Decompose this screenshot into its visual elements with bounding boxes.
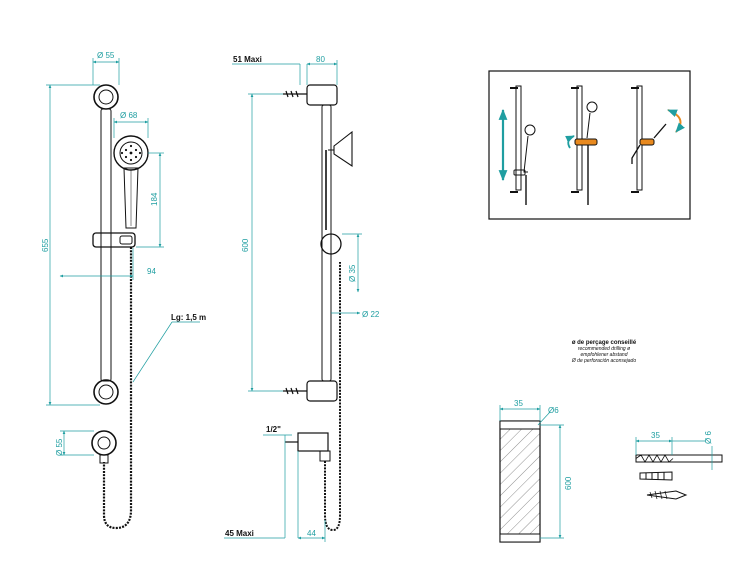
usage-step-2 bbox=[565, 85, 598, 205]
dim-94: 94 bbox=[147, 267, 156, 276]
top-wall-bracket bbox=[306, 84, 338, 106]
rotate-arrow bbox=[565, 135, 575, 149]
usage-step-3 bbox=[631, 85, 685, 193]
drilling-note-de: empfohlener abstand bbox=[581, 352, 628, 358]
side-view bbox=[283, 84, 353, 532]
outlet-side bbox=[297, 432, 329, 452]
bottom-bracket bbox=[93, 379, 119, 405]
drilling-note-es: Ø de perforación aconsejado bbox=[571, 358, 636, 364]
drilling-note-en: recommended drilling ø bbox=[578, 346, 630, 352]
dim-d55-top: Ø 55 bbox=[97, 51, 115, 60]
side-view-dimensions bbox=[224, 60, 362, 542]
dim-wall-d6: Ø6 bbox=[548, 406, 559, 415]
dim-wall-600: 600 bbox=[564, 476, 573, 490]
side-view-labels: 51 Maxi 80 600 Ø 35 Ø 22 1/2" 45 Maxi 44 bbox=[225, 55, 380, 538]
drilling-note-fr: ø de perçage conseillé bbox=[572, 340, 637, 346]
drilling-note: ø de perçage conseillé recommended drill… bbox=[571, 340, 637, 364]
dim-184: 184 bbox=[150, 192, 159, 206]
side-slider-knob bbox=[320, 233, 342, 255]
top-bracket bbox=[93, 84, 119, 110]
side-rail bbox=[321, 104, 332, 382]
bottom-screw bbox=[283, 387, 307, 395]
dim-600: 600 bbox=[241, 238, 250, 252]
drill-bit bbox=[635, 454, 723, 463]
dim-45-maxi: 45 Maxi bbox=[225, 529, 254, 538]
wall-plug bbox=[639, 471, 673, 481]
top-screw bbox=[283, 90, 307, 98]
dim-bit-35: 35 bbox=[651, 431, 660, 440]
dim-80: 80 bbox=[316, 55, 325, 64]
front-view bbox=[91, 84, 149, 530]
shower-handle bbox=[123, 167, 139, 229]
usage-step-1 bbox=[498, 85, 536, 205]
hose bbox=[102, 247, 133, 530]
dim-d68: Ø 68 bbox=[120, 111, 138, 120]
shower-nozzles bbox=[120, 144, 142, 162]
hose-side bbox=[324, 262, 341, 532]
usage-panel bbox=[488, 70, 691, 220]
wall-detail-labels: 35 Ø6 600 bbox=[514, 399, 573, 490]
wall-outlet bbox=[91, 430, 117, 456]
dim-655: 655 bbox=[41, 238, 50, 252]
dim-bit-d6: Ø 6 bbox=[704, 431, 713, 444]
bit-detail bbox=[635, 454, 723, 500]
slide-rail bbox=[100, 108, 112, 382]
wall-detail-dimensions bbox=[499, 405, 564, 539]
dim-wall-35: 35 bbox=[514, 399, 523, 408]
bit-detail-dimensions bbox=[635, 437, 713, 470]
wall-detail bbox=[499, 420, 541, 543]
hose-length: Lg: 1,5 m bbox=[171, 313, 206, 322]
dim-44: 44 bbox=[307, 529, 316, 538]
shower-head-side bbox=[333, 130, 353, 168]
front-view-labels: Ø 55 Ø 68 655 184 94 Lg: 1,5 m Ø 55 bbox=[41, 51, 206, 456]
dim-51-maxi: 51 Maxi bbox=[233, 55, 262, 64]
front-view-dimensions bbox=[46, 58, 200, 456]
dim-d35: Ø 35 bbox=[348, 264, 357, 282]
slider bbox=[92, 232, 136, 248]
dim-d55-side: Ø 55 bbox=[55, 438, 64, 456]
thread-size: 1/2" bbox=[266, 425, 281, 434]
tilt-arrow bbox=[667, 109, 685, 133]
bottom-wall-bracket bbox=[306, 380, 338, 402]
bit-detail-labels: 35 Ø 6 bbox=[651, 431, 713, 444]
dim-d22: Ø 22 bbox=[362, 310, 380, 319]
